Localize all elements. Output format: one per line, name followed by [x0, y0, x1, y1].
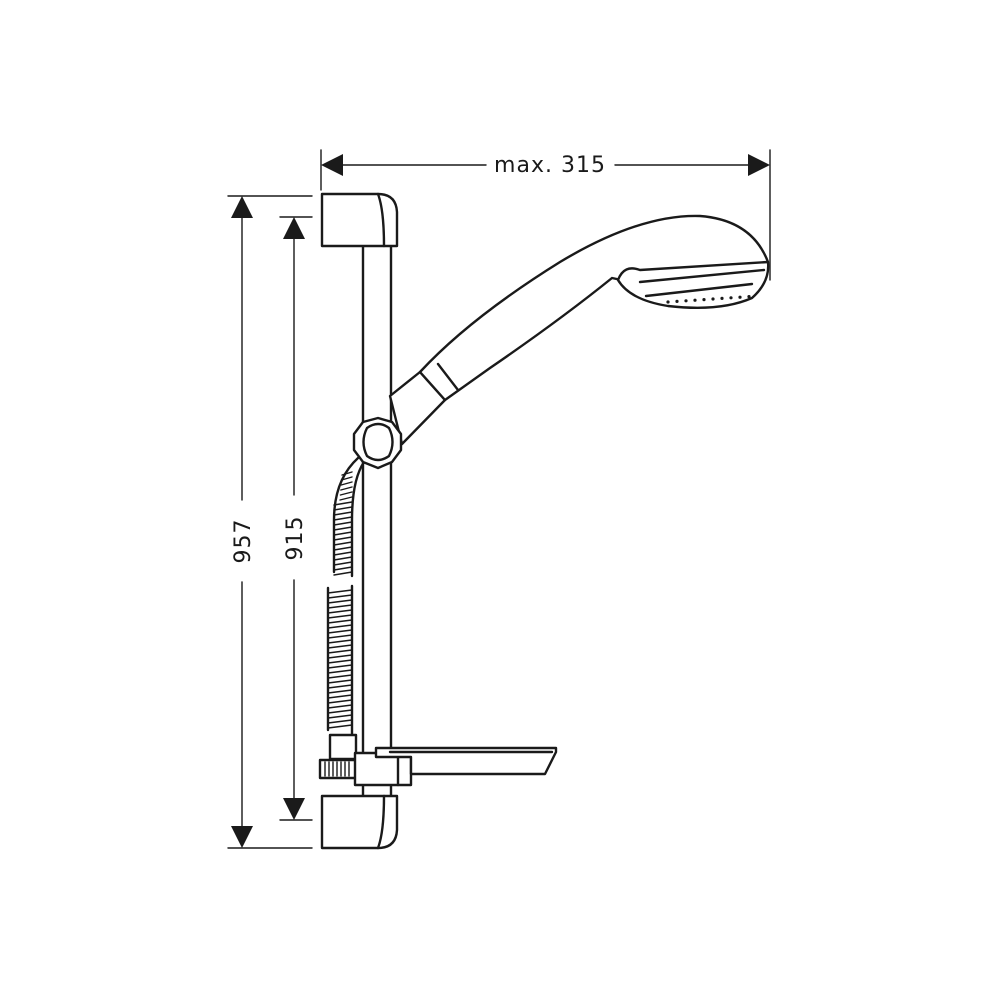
- width-arrow-right: [748, 154, 770, 176]
- hose-coil-stroke: [327, 629, 353, 634]
- soap-dish: [353, 746, 558, 787]
- nozzle-dot: [720, 296, 724, 300]
- hose-coil-stroke: [327, 694, 353, 699]
- hose-coil-stroke: [327, 689, 353, 694]
- hose-coil-stroke: [327, 709, 353, 714]
- hose-coil-stroke: [327, 699, 353, 704]
- nozzle-dot: [702, 298, 706, 302]
- hose-coil-stroke: [333, 531, 353, 536]
- hose-coil-stroke: [340, 486, 353, 491]
- shower-head-nozzles: [666, 295, 751, 304]
- nozzle-dot: [711, 297, 715, 301]
- soap-dish-tray: [374, 746, 558, 776]
- hose-coil-stroke: [339, 496, 353, 501]
- hose-coil-stroke: [333, 546, 353, 551]
- hose-coil-stroke: [333, 541, 353, 546]
- hose-coil-stroke: [327, 619, 353, 624]
- hose-coil-stroke: [333, 511, 353, 516]
- nozzle-dot: [747, 295, 751, 299]
- hose-coil-stroke: [327, 664, 353, 669]
- hose-coil-stroke: [333, 521, 353, 526]
- hose-connector: [318, 733, 358, 780]
- inner-height-label: 915: [283, 516, 308, 561]
- hose-coil-stroke: [327, 639, 353, 644]
- hose-coil-stroke: [327, 604, 353, 609]
- hose-coil-stroke: [333, 561, 353, 566]
- width-arrow-left: [321, 154, 343, 176]
- inner-height-dimension: 915: [279, 216, 313, 821]
- outer-height-arrow-bottom: [231, 826, 253, 848]
- soap-dish-clamp: [353, 751, 413, 787]
- hose-coil-stroke: [327, 684, 353, 689]
- top-bracket-body: [320, 192, 399, 248]
- hose-coil-stroke: [341, 471, 353, 476]
- rail-bar: [361, 240, 393, 800]
- bottom-wall-bracket: [320, 794, 399, 850]
- shower-handle-ring: [436, 362, 460, 392]
- inner-height-arrow-bottom: [283, 798, 305, 820]
- hose-coil-stroke: [327, 719, 353, 724]
- shower-hose: [326, 456, 366, 736]
- hose-coil-stroke: [340, 476, 353, 481]
- hose-coil-stroke: [333, 536, 353, 541]
- slide-rail: [361, 236, 393, 804]
- top-wall-bracket: [320, 192, 399, 248]
- hose-outline-right-upper: [350, 460, 366, 578]
- hose-coil-stroke: [340, 481, 353, 486]
- shower-head-face-line1: [638, 268, 766, 284]
- hose-coil-stroke: [333, 566, 353, 571]
- hose-coil-stroke: [327, 659, 353, 664]
- hose-coil-stroke: [327, 704, 353, 709]
- outer-height-dimension: 957: [227, 195, 313, 849]
- hose-coil-stroke: [327, 624, 353, 629]
- hose-coil-upper: [333, 471, 353, 576]
- nozzle-dot: [729, 296, 733, 300]
- hose-coil-stroke: [327, 724, 353, 729]
- hose-coil-stroke: [327, 679, 353, 684]
- shower-holder: [352, 416, 403, 470]
- inner-height-arrow-top: [283, 217, 305, 239]
- hose-coil-stroke: [327, 634, 353, 639]
- hose-coil-stroke: [333, 556, 353, 561]
- width-dimension: max. 315: [320, 149, 771, 281]
- bottom-bracket-body: [320, 794, 399, 850]
- hose-coil-stroke: [333, 551, 353, 556]
- hand-shower: [388, 214, 770, 446]
- hose-coil-stroke: [333, 506, 353, 511]
- hose-coil-stroke: [327, 614, 353, 619]
- nozzle-dot: [666, 300, 670, 304]
- hose-coil-lower: [327, 589, 353, 729]
- nozzle-dot: [693, 298, 697, 302]
- top-bracket-edge: [376, 192, 386, 248]
- nozzle-dot: [738, 295, 742, 299]
- outer-height-label: 957: [231, 519, 256, 564]
- connector-nut-ridges: [324, 761, 350, 777]
- hose-coil-stroke: [327, 644, 353, 649]
- bottom-bracket-edge: [376, 794, 386, 850]
- nozzle-dot: [684, 299, 688, 303]
- connector-neck: [328, 733, 358, 761]
- hose-coil-stroke: [333, 571, 353, 576]
- hose-coil-stroke: [327, 594, 353, 599]
- hose-coil-stroke: [333, 526, 353, 531]
- hose-coil-stroke: [333, 501, 353, 506]
- shower-handle-body: [418, 214, 770, 402]
- hose-coil-stroke: [327, 654, 353, 659]
- hose-coil-stroke: [327, 599, 353, 604]
- hose-coil-stroke: [339, 491, 353, 496]
- hose-coil-stroke: [327, 714, 353, 719]
- hose-coil-stroke: [327, 674, 353, 679]
- hose-coil-stroke: [327, 609, 353, 614]
- holder-knob-inner: [362, 422, 394, 462]
- width-label: max. 315: [494, 153, 606, 178]
- outer-height-arrow-top: [231, 196, 253, 218]
- hose-coil-stroke: [333, 516, 353, 521]
- nozzle-dot: [675, 299, 679, 303]
- hose-coil-stroke: [327, 649, 353, 654]
- hose-coil-stroke: [327, 669, 353, 674]
- shower-head-face-line2: [644, 282, 754, 298]
- hose-coil-stroke: [327, 589, 353, 594]
